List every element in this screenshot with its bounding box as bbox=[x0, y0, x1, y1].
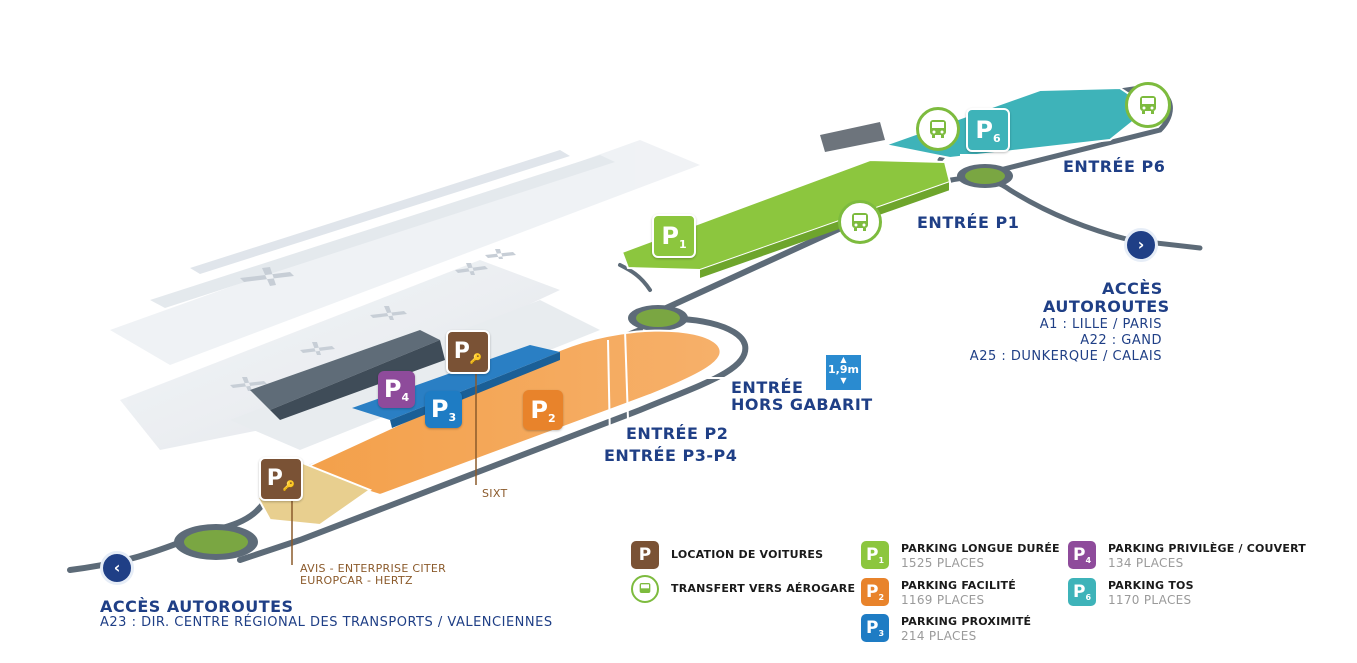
p1-letter: P bbox=[865, 545, 879, 565]
rental-badge: P bbox=[631, 541, 659, 569]
p3-letter: P bbox=[865, 618, 879, 638]
terminal-building bbox=[250, 330, 445, 420]
p4-badge: P4 bbox=[1068, 541, 1096, 569]
rental-letter: P bbox=[266, 466, 283, 491]
legend-rental: P LOCATION DE VOITURES bbox=[631, 541, 823, 569]
access-right-line1: A1 : LILLE / PARIS bbox=[1039, 317, 1162, 332]
bus-icon bbox=[1125, 82, 1171, 128]
access-right-title1: ACCÈS bbox=[1102, 279, 1163, 298]
p2-number: 2 bbox=[547, 412, 556, 425]
rental-left-line2: EUROPCAR - HERTZ bbox=[300, 574, 413, 587]
legend-p1-places: 1525 PLACES bbox=[901, 556, 985, 570]
entree-hors-gabarit-line2: HORS GABARIT bbox=[731, 395, 873, 414]
p4-letter: P bbox=[1072, 545, 1086, 565]
p4-number: 4 bbox=[401, 391, 410, 404]
legend-p3-label: PARKING PROXIMITÉ bbox=[901, 615, 1032, 628]
access-right-line3: A25 : DUNKERQUE / CALAIS bbox=[969, 349, 1162, 364]
p3-badge: P3 bbox=[861, 614, 889, 642]
legend-rental-label: LOCATION DE VOITURES bbox=[671, 548, 824, 561]
p2-letter: P bbox=[865, 582, 879, 602]
legend-p4-places: 134 PLACES bbox=[1108, 556, 1184, 570]
p6-letter: P bbox=[975, 116, 993, 144]
legend-p6-label: PARKING TOS bbox=[1108, 579, 1194, 592]
p1-letter: P bbox=[661, 222, 679, 250]
p3-number: 3 bbox=[448, 411, 457, 424]
entree-p1-label: ENTRÉE P1 bbox=[917, 213, 1020, 232]
rental-badge-avis: P🔑 bbox=[259, 457, 303, 501]
legend-p4: P4 PARKING PRIVILÈGE / COUVERT 134 PLACE… bbox=[1068, 541, 1306, 571]
legend-p2-places: 1169 PLACES bbox=[901, 593, 985, 607]
p6-letter: P bbox=[1072, 582, 1086, 602]
rental-letter: P bbox=[638, 545, 652, 565]
legend-shuttle: TRANSFERT VERS AÉROGARE bbox=[631, 575, 855, 603]
p4-letter: P bbox=[383, 375, 402, 403]
entree-p3p4-label: ENTRÉE P3-P4 bbox=[604, 446, 738, 465]
p3-badge: P3 bbox=[425, 391, 462, 428]
p2-number: 2 bbox=[878, 593, 885, 602]
p3-number: 3 bbox=[878, 629, 885, 638]
p2-badge: P2 bbox=[523, 390, 563, 430]
rental-badge-sixt: P🔑 bbox=[446, 330, 490, 374]
access-right-line2: A22 : GAND bbox=[1080, 333, 1162, 348]
legend-p1-label: PARKING LONGUE DURÉE bbox=[901, 542, 1060, 555]
sixt-label: SIXT bbox=[482, 487, 508, 500]
legend-p1: P1 PARKING LONGUE DURÉE 1525 PLACES bbox=[861, 541, 1060, 571]
p1-badge: P1 bbox=[861, 541, 889, 569]
legend-p3-places: 214 PLACES bbox=[901, 629, 977, 643]
p2-letter: P bbox=[530, 396, 548, 424]
legend-shuttle-label: TRANSFERT VERS AÉROGARE bbox=[671, 582, 856, 595]
legend-p2-label: PARKING FACILITÉ bbox=[901, 579, 1016, 592]
legend-p3: P3 PARKING PROXIMITÉ 214 PLACES bbox=[861, 614, 1031, 644]
bus-icon bbox=[838, 200, 882, 244]
rental-left-line1: AVIS - ENTERPRISE CITER bbox=[300, 562, 447, 575]
airfield bbox=[110, 140, 700, 450]
entree-p2-label: ENTRÉE P2 bbox=[626, 424, 729, 443]
p2-zone bbox=[297, 329, 722, 497]
p6-number: 6 bbox=[992, 132, 1001, 145]
height-limit-value: 1,9m bbox=[828, 363, 859, 376]
car-key-icon: 🔑 bbox=[282, 481, 296, 492]
p1-number: 1 bbox=[678, 238, 687, 251]
p1-number: 1 bbox=[878, 556, 885, 565]
access-left-line1: A23 : DIR. CENTRE RÉGIONAL DES TRANSPORT… bbox=[100, 615, 553, 630]
p3-letter: P bbox=[430, 395, 449, 423]
entree-p6-label: ENTRÉE P6 bbox=[1063, 157, 1166, 176]
legend-p4-label: PARKING PRIVILÈGE / COUVERT bbox=[1108, 542, 1306, 555]
roundabouts bbox=[174, 164, 1013, 560]
chevron-right-icon: › bbox=[1124, 228, 1158, 262]
p4-badge: P4 bbox=[378, 371, 415, 408]
p2-badge: P2 bbox=[861, 578, 889, 606]
aircraft bbox=[230, 249, 516, 391]
chevron-left-icon: ‹ bbox=[100, 551, 134, 585]
p6-number: 6 bbox=[1085, 593, 1092, 602]
access-left-title: ACCÈS AUTOROUTES bbox=[100, 597, 294, 616]
p6-badge: P6 bbox=[966, 108, 1010, 152]
p6-badge: P6 bbox=[1068, 578, 1096, 606]
p1-badge: P1 bbox=[652, 214, 696, 258]
legend-p2: P2 PARKING FACILITÉ 1169 PLACES bbox=[861, 578, 1016, 608]
bus-icon bbox=[916, 107, 960, 151]
legend-p6: P6 PARKING TOS 1170 PLACES bbox=[1068, 578, 1194, 608]
height-limit-icon: ▲ 1,9m ▼ bbox=[826, 355, 861, 390]
access-right-title2: AUTOROUTES bbox=[1043, 297, 1170, 316]
bus-icon bbox=[631, 575, 659, 603]
legend-p6-places: 1170 PLACES bbox=[1108, 593, 1192, 607]
car-key-icon: 🔑 bbox=[469, 354, 483, 365]
entree-hors-gabarit-line1: ENTRÉE bbox=[731, 378, 804, 397]
p4-number: 4 bbox=[1085, 556, 1092, 565]
rental-letter: P bbox=[453, 339, 470, 364]
